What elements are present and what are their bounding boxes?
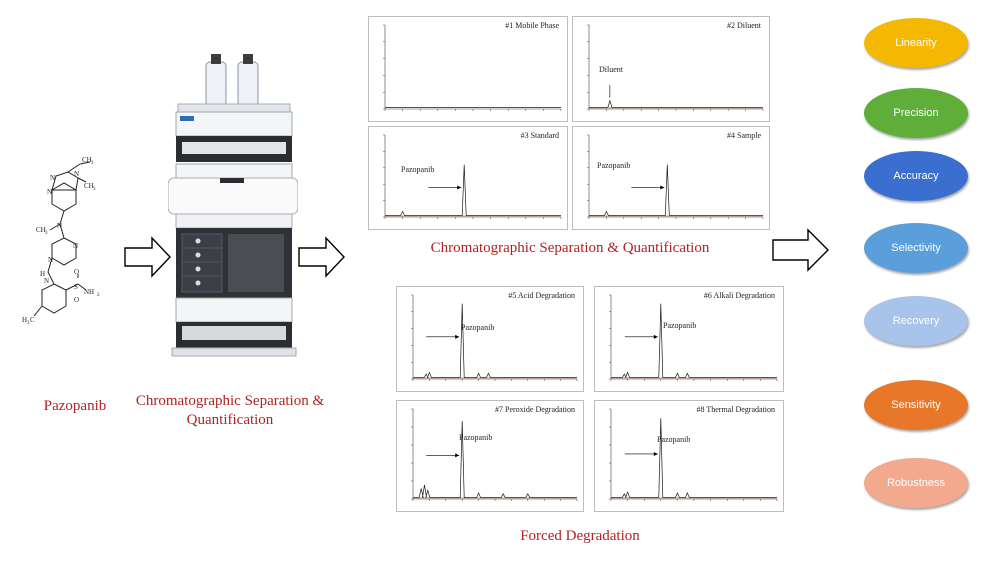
oval-label: Accuracy	[893, 170, 939, 182]
svg-text:3: 3	[27, 321, 30, 326]
chromatogram-panel-sample: #4 Sample Pazopanib	[572, 126, 770, 230]
chromatogram-panel-alkali-degradation: #6 Alkali Degradation Pazopanib	[594, 286, 784, 392]
oval-label: Recovery	[892, 315, 940, 327]
panel-title: #8 Thermal Degradation	[696, 405, 776, 414]
arrowhead	[455, 334, 460, 339]
chromatogram-panel-mobile-phase: #1 Mobile Phase	[368, 16, 568, 122]
peak-annotation: Pazopanib	[663, 321, 697, 330]
svg-text:O: O	[74, 268, 79, 276]
panel-title: #5 Acid Degradation	[508, 291, 575, 300]
validation-sensitivity: Sensitivity	[864, 380, 968, 430]
oval-label: Robustness	[886, 477, 946, 489]
svg-text:3: 3	[45, 231, 48, 236]
svg-text:2: 2	[97, 293, 100, 298]
validation-accuracy: Accuracy	[864, 151, 968, 201]
svg-text:N: N	[74, 170, 79, 178]
chromatogram-trace	[589, 164, 763, 216]
validation-recovery: Recovery	[864, 296, 968, 346]
svg-text:N: N	[50, 174, 55, 182]
peak-annotation: Pazopanib	[401, 165, 435, 174]
chromatogram-trace	[611, 303, 777, 378]
chromatogram-trace	[385, 164, 561, 216]
svg-text:N: N	[73, 242, 78, 250]
validation-linearity: Linearity	[864, 18, 968, 68]
forced-degradation-heading: Forced Degradation	[520, 528, 640, 544]
arrow-right-icon	[298, 236, 345, 278]
svg-text:CH: CH	[84, 182, 94, 190]
oval-label: Sensitivity	[891, 399, 941, 411]
panel-title: #1 Mobile Phase	[505, 21, 559, 30]
arrowhead	[660, 185, 665, 190]
validation-selectivity: Selectivity	[864, 223, 968, 273]
svg-text:S: S	[74, 283, 78, 291]
arrowhead	[457, 185, 462, 190]
peak-annotation: Pazopanib	[597, 161, 631, 170]
arrow-right-icon	[772, 228, 829, 272]
chromatography-heading: Chromatographic Separation & Quantificat…	[430, 240, 710, 256]
svg-text:H: H	[22, 316, 27, 324]
arrowhead	[653, 334, 658, 339]
svg-text:N: N	[44, 277, 49, 285]
chromatogram-trace	[589, 99, 763, 108]
hplc-instrument-image	[168, 54, 298, 357]
svg-text:O: O	[74, 296, 79, 304]
panel-title: #3 Standard	[520, 131, 559, 140]
panel-title: #6 Alkali Degradation	[703, 291, 775, 300]
oval-label: Precision	[893, 107, 939, 119]
svg-text:C: C	[30, 316, 35, 324]
panel-title: #7 Peroxide Degradation	[495, 405, 575, 414]
oval-label: Selectivity	[891, 242, 941, 254]
chromatogram-panel-diluent: #2 Diluent Diluent	[572, 16, 770, 122]
peak-annotation: Pazopanib	[461, 323, 495, 332]
chromatogram-panel-thermal-degradation: #8 Thermal Degradation Pazopanib	[594, 400, 784, 512]
svg-text:CH: CH	[36, 226, 46, 234]
chromatogram-trace	[413, 303, 577, 378]
svg-text:N: N	[48, 256, 53, 264]
svg-text:NH: NH	[84, 288, 94, 296]
arrowhead	[653, 451, 658, 456]
chromatogram-panel-standard: #3 Standard Pazopanib	[368, 126, 568, 230]
peak-annotation: Pazopanib	[459, 433, 493, 442]
oval-label: Linearity	[895, 37, 937, 49]
svg-text:N: N	[57, 222, 62, 230]
validation-precision: Precision	[864, 88, 968, 138]
svg-text:N: N	[47, 188, 52, 196]
panel-title: #2 Diluent	[727, 21, 761, 30]
chromatogram-panel-peroxide-degradation: #7 Peroxide Degradation Pazopanib	[396, 400, 584, 512]
molecule-name: Pazopanib	[43, 398, 107, 414]
chromatogram-panel-acid-degradation: #5 Acid Degradation Pazopanib	[396, 286, 584, 392]
instrument-caption: Chromatographic Separation & Quantificat…	[135, 393, 325, 428]
panel-title: #4 Sample	[727, 131, 761, 140]
arrow-right-icon	[124, 236, 171, 278]
validation-robustness: Robustness	[864, 458, 968, 508]
chromatogram-trace	[611, 418, 777, 498]
svg-text:H: H	[40, 270, 45, 278]
peak-annotation: Pazopanib	[657, 435, 691, 444]
chromatogram-trace	[413, 420, 577, 498]
svg-text:3: 3	[91, 161, 94, 166]
svg-text:3: 3	[93, 187, 96, 192]
arrowhead	[455, 453, 460, 458]
svg-text:CH: CH	[82, 156, 92, 164]
peak-annotation: Diluent	[599, 65, 623, 74]
